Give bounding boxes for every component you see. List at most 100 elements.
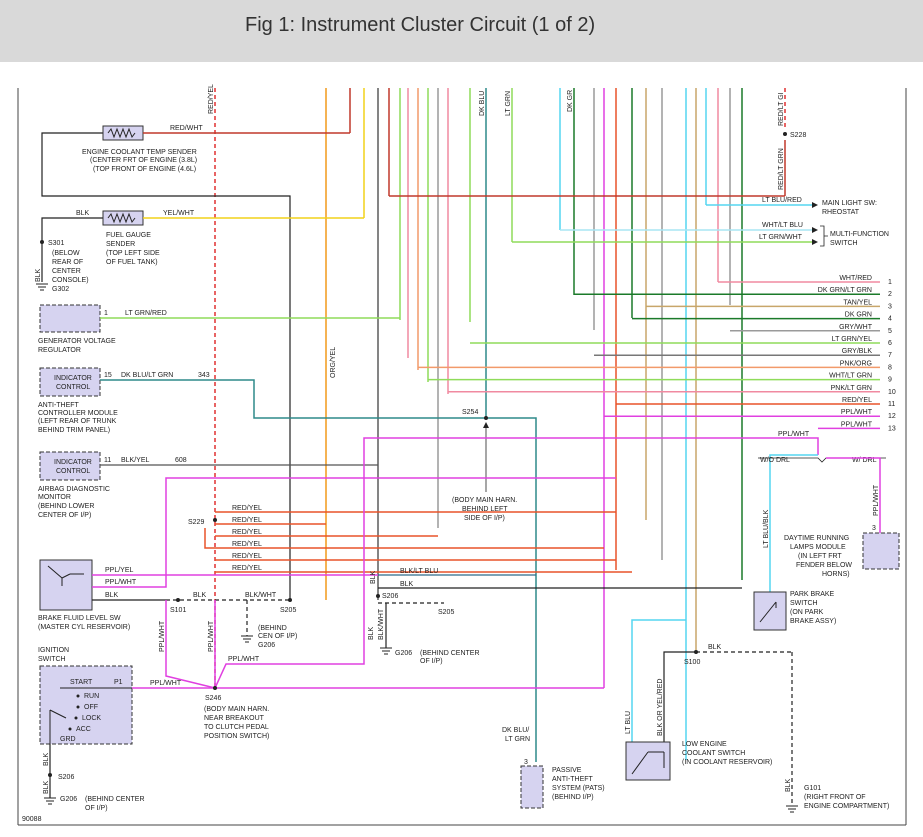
connector-pin-3: 3 (888, 303, 892, 310)
multi-func-arrow-1-icon (812, 227, 818, 233)
connector-label-9: WHT/LT GRN (829, 373, 872, 380)
multi-func-arrow-2-icon (812, 239, 818, 245)
splice-dot-s206-a (376, 594, 380, 598)
s246-note-3: TO CLUTCH PEDAL (204, 724, 269, 731)
ect-line-1: ENGINE COOLANT TEMP SENDER (82, 149, 197, 156)
drl-module-box (862, 532, 900, 570)
ground-g206-a-icon (241, 635, 253, 643)
label-red-yel-2: RED/YEL (232, 517, 262, 524)
label-yel-wht: YEL/WHT (163, 210, 195, 217)
ect-resistor-symbol (107, 127, 136, 139)
label-blk-s206: BLK (400, 581, 414, 588)
coolant-line-1: LOW ENGINE (682, 741, 727, 748)
wire-ppl-wht-brake (92, 477, 616, 588)
ignition-line-1: IGNITION (38, 647, 69, 654)
label-blk-or-yel-red: BLK OR YEL/RED (657, 679, 664, 736)
anti-theft-line-1: ANTI-THEFT (38, 402, 80, 409)
connector-pin-6: 6 (888, 340, 892, 347)
connector-label-10: PNK/LT GRN (831, 385, 872, 392)
splice-s228: S228 (790, 132, 806, 139)
connector-pin-13: 13 (888, 425, 896, 432)
label-ppl-wht-v2: PPL/WHT (208, 620, 215, 652)
s301-line-2: (BELOW (52, 250, 80, 257)
g206-c-line-3: OF I/P) (85, 805, 108, 812)
g206-c-line-1: G206 (60, 796, 77, 803)
label-red-yel-top: RED/YEL (208, 84, 215, 114)
s246-note-2: NEAR BREAKOUT (204, 715, 265, 722)
park-line-4: BRAKE ASSY) (790, 618, 836, 625)
label-red-yel-1: RED/YEL (232, 505, 262, 512)
label-ppl-wht-s246: PPL/WHT (228, 656, 260, 663)
wire-ppl-wht-s246 (214, 437, 819, 689)
connector-label-1: WHT/RED (839, 275, 872, 282)
splice-dot-s205-a (288, 598, 292, 602)
splice-s246: S246 (205, 695, 221, 702)
g206-a-line-3: G206 (258, 642, 275, 649)
circuit-343: 343 (198, 372, 210, 379)
connector-pin-1: 1 (888, 279, 892, 286)
label-red-lt-gi: RED/LT GI (778, 92, 785, 126)
label-lt-grn: LT GRN (505, 91, 512, 116)
connector-pin-7: 7 (888, 352, 892, 359)
low-coolant-switch-box (625, 741, 671, 781)
label-blk-s101: BLK (193, 592, 207, 599)
s254-note-1: (BODY MAIN HARN. (452, 497, 517, 504)
connector-pin-5: 5 (888, 328, 892, 335)
airbag-indicator-2: CONTROL (56, 468, 90, 475)
wire-blk-fuel (41, 217, 105, 282)
drl-line-2: LAMPS MODULE (790, 544, 846, 551)
connector-label-6: LT GRN/YEL (832, 336, 872, 343)
label-blk-lt-blu: BLK/LT BLU (400, 568, 438, 575)
s254-note-3: SIDE OF I/P) (464, 515, 505, 522)
ign-start: START (70, 679, 93, 686)
splice-s229: S229 (188, 519, 204, 526)
splice-s101: S101 (170, 607, 186, 614)
g206-c-line-2: (BEHIND CENTER (85, 796, 145, 803)
label-wo-drl: W/O DRL (760, 457, 790, 464)
s301-line-4: CENTER (52, 268, 81, 275)
ect-line-2: (CENTER FRT OF ENGINE (3.8L) (90, 157, 197, 164)
fuel-line-3: (TOP LEFT SIDE (106, 250, 160, 257)
label-blk-wht-v: BLK/WHT (378, 608, 385, 640)
connector-pin-11: 11 (888, 401, 895, 408)
label-lt-blu-blk: LT BLU/BLK (763, 509, 770, 548)
wire-ppl-wht-v1 (165, 600, 216, 689)
s246-note-4: POSITION SWITCH) (204, 733, 269, 740)
label-blk-ign-2: BLK (43, 780, 50, 794)
label-dk-blu-lt-grn: DK BLU/LT GRN (121, 372, 173, 379)
connector-label-3: TAN/YEL (843, 299, 872, 306)
splice-s254: S254 (462, 409, 478, 416)
drl-line-5: HORNS) (822, 571, 850, 578)
ground-g302-icon (36, 283, 48, 291)
connector-pin-9: 9 (888, 377, 892, 384)
ground-g206-b-icon (380, 647, 392, 655)
fuel-resistor-symbol (107, 212, 136, 224)
pin-1: 1 (104, 310, 108, 317)
pin-15: 15 (104, 372, 112, 379)
label-ppl-wht-brake: PPL/WHT (105, 579, 137, 586)
connector-label-11: RED/YEL (842, 397, 872, 404)
label-red-yel-4: RED/YEL (232, 541, 262, 548)
splice-dot-s301 (40, 240, 44, 244)
pats-line-4: (BEHIND I/P) (552, 794, 594, 801)
ign-dot-off (76, 705, 80, 709)
low-coolant-switch-symbol (631, 751, 665, 775)
multi-func-line-2: SWITCH (830, 240, 858, 247)
connector-pin-4: 4 (888, 316, 892, 323)
ign-off: OFF (84, 704, 98, 711)
label-blk-yel: BLK/YEL (121, 457, 150, 464)
anti-theft-indicator-1: INDICATOR (54, 375, 92, 382)
splice-s206-a: S206 (382, 593, 398, 600)
anti-theft-indicator-box (39, 367, 101, 397)
label-lt-blu-red: LT BLU/RED (762, 197, 802, 204)
wire-lt-blu-park (769, 454, 818, 592)
connector-pin-8: 8 (888, 364, 892, 371)
pats-line-3: SYSTEM (PATS) (552, 785, 605, 792)
label-ppl-yel: PPL/YEL (105, 567, 134, 574)
ground-g206-c-icon (44, 797, 56, 805)
pin-11: 11 (104, 457, 111, 464)
main-light-arrow-icon (812, 202, 818, 208)
g101-line-1: G101 (804, 785, 821, 792)
label-pats-wire-2: LT GRN (505, 736, 530, 743)
